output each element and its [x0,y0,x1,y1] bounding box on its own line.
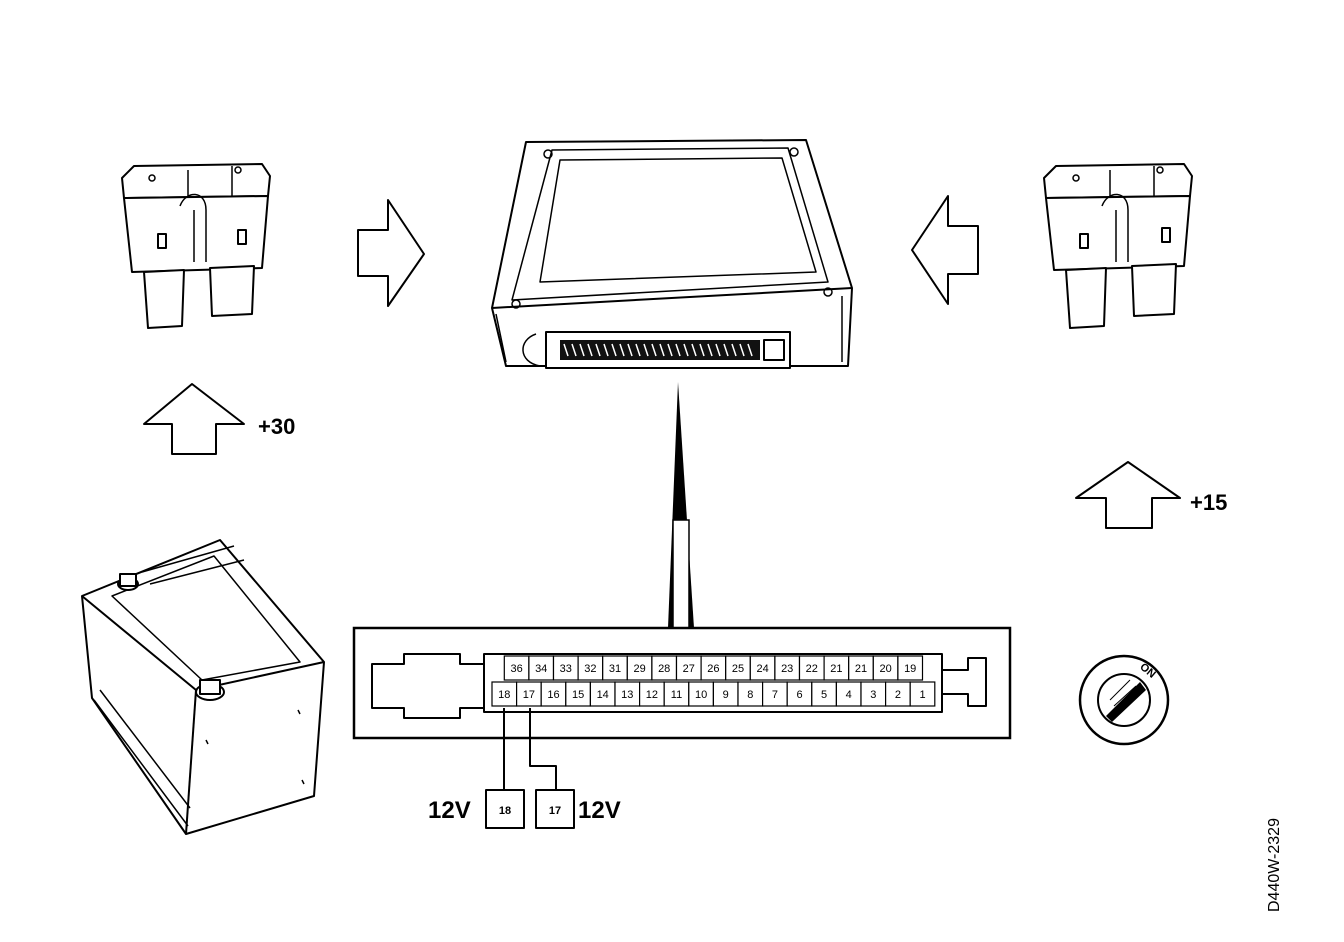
pin-cell [565,681,591,707]
pin-label: 18 [498,689,510,701]
fuse-right-icon [1043,163,1193,329]
pin-label: 16 [547,689,559,701]
pin-label: 23 [781,663,793,675]
pin-label: 25 [732,663,744,675]
pin18-callout: 18 [485,789,525,829]
pin-label: 8 [747,689,753,701]
pin-label: 6 [796,689,802,701]
arrow-right-icon [357,199,425,307]
pin-cell [700,655,727,681]
pin-label: 13 [621,689,633,701]
pin-cell [515,681,542,707]
pin-label: 1 [919,689,925,701]
pin-cell [651,655,678,681]
pin-cell [761,681,788,707]
label-12v-right: 12V [578,797,621,824]
pin-label: 29 [633,663,645,675]
pin-cell [688,681,714,707]
pin-cell [798,655,825,681]
pin-label: 5 [821,689,827,701]
pin-cell [786,681,813,707]
pin-label: 3 [870,689,876,701]
pin17-callout: 17 [535,789,575,829]
label-12v-left: 12V [428,797,471,824]
pin-label: 4 [846,689,852,701]
pin-label: 2 [895,689,901,701]
pin-label: 31 [609,663,621,675]
pin-label: 32 [584,663,596,675]
label-plus30: +30 [258,414,295,439]
pin-cell [897,655,924,681]
pin-label: 17 [523,689,535,701]
pin-cell [811,681,837,707]
pin-label: 34 [535,663,547,675]
pin-cell [638,681,665,707]
pin-label: 36 [510,663,522,675]
pin-cell [737,681,764,707]
pin-label: 20 [879,663,891,675]
doc-code-label: D440W-2329 [1266,818,1283,912]
arrow-up-right-icon [1075,461,1181,529]
arrow-up-left-icon [143,383,245,455]
pin-cell [663,681,690,707]
ignition-switch-icon [1078,654,1170,746]
control-unit-icon [491,139,853,369]
pin-label: 19 [904,663,916,675]
pin-label: 9 [723,689,729,701]
pin-cell [909,681,936,707]
pin-cell [540,681,567,707]
pin-cell [872,655,899,681]
connector-top-row: 36 34 33 32 31 29 28 27 26 25 24 23 22 21 21 20 19 [503,655,924,681]
wedge-pointer-icon [668,382,694,631]
pin-cell [774,655,801,681]
pin-label: 33 [560,663,572,675]
arrow-left-icon [911,195,979,305]
label-plus15: +15 [1190,490,1227,515]
pin-label: 10 [695,689,707,701]
pin-cell [503,655,530,681]
pin-label: 15 [572,689,584,701]
pin-label: 21 [855,663,867,675]
pin-label: 12 [646,689,658,701]
pin-cell [528,655,555,681]
pin-label: 27 [683,663,695,675]
pin-cell [848,655,874,681]
pin-cell [589,681,616,707]
pin-label: 28 [658,663,670,675]
pin-label: 7 [772,689,778,701]
pin18-callout-label: 18 [499,805,511,817]
connector-bottom-row: 18 17 16 15 14 13 12 11 10 9 8 7 6 5 4 3 2 1 [491,681,936,707]
pin-label: 22 [806,663,818,675]
pin-label: 26 [707,663,719,675]
pin-label: 21 [830,663,842,675]
pin-label: 11 [671,689,682,701]
pin-cell [725,655,751,681]
pin-label: 24 [756,663,768,675]
pin-label: 14 [597,689,609,701]
pin-wires [503,708,557,790]
pin17-callout-label: 17 [549,805,561,817]
fuse-left-icon [121,163,271,329]
pin-cell [860,681,887,707]
battery-icon [81,539,325,835]
